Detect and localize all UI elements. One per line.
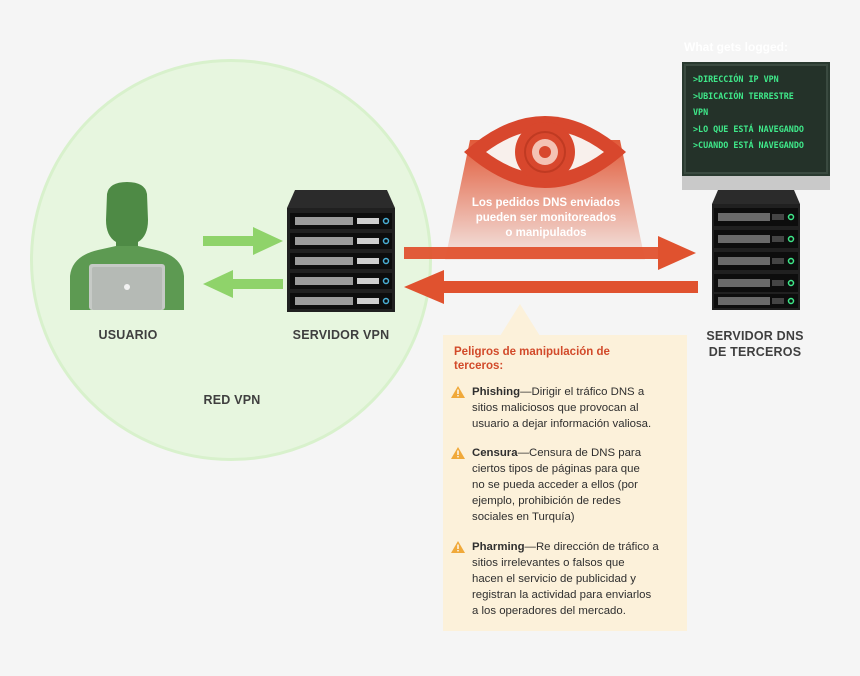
red-arrow-left [404, 270, 698, 304]
danger-text: no se pueda acceder a ellos (por [472, 479, 638, 491]
user-label: USUARIO [98, 328, 158, 342]
danger-text: hacen el servicio de publicidad y [472, 573, 636, 585]
dns-server-label: SERVIDOR DNS DE TERCEROS [690, 328, 820, 360]
danger-separator: — [524, 541, 536, 553]
monitor-base [682, 176, 830, 190]
panel-title-line: Peligros de manipulación de [454, 346, 610, 358]
eye-caption-line: o manipulados [505, 227, 587, 239]
monitor-icon: >DIRECCIÓN IP VPN >UBICACIÓN TERRESTRE V… [682, 62, 830, 176]
log-header: What gets logged: [684, 40, 788, 54]
danger-text: Censura de DNS para [528, 447, 642, 459]
danger-title: Pharming [472, 541, 525, 553]
dangers-panel: Peligros de manipulación de terceros: Ph… [443, 335, 687, 631]
danger-text: sitios maliciosos que provocan al [472, 402, 639, 414]
eye-caption-line: Los pedidos DNS enviados [471, 197, 621, 209]
warning-icon [451, 386, 465, 398]
danger-item-pharming: Pharming—Re dirección de tráfico a sitio… [451, 539, 683, 619]
eye-caption-line: pueden ser monitoreados [475, 212, 617, 224]
danger-text: a los operadores del mercado. [472, 605, 626, 617]
green-arrow-right [203, 227, 283, 255]
server-rack-icon [287, 190, 395, 312]
danger-title: Censura [472, 447, 518, 459]
log-line: >UBICACIÓN TERRESTRE [693, 90, 794, 101]
vpn-network-label: RED VPN [203, 393, 261, 407]
panel-title: Peligros de manipulación de terceros: [454, 345, 680, 373]
log-line: >CUANDO ESTÁ NAVEGANDO [693, 140, 804, 150]
danger-text: ciertos tipos de páginas para que [472, 463, 640, 475]
danger-text: Re dirección de tráfico a [535, 541, 659, 553]
log-line: VPN [693, 107, 709, 117]
danger-item-phishing: Phishing—Dirigir el tráfico DNS a sitios… [451, 384, 683, 432]
eye-caption: Los pedidos DNS enviados pueden ser moni… [446, 196, 646, 241]
user-laptop-icon [70, 182, 184, 310]
danger-item-censura: Censura—Censura de DNS para ciertos tipo… [451, 445, 683, 525]
danger-title: Phishing [472, 386, 521, 398]
red-arrow-right [404, 236, 696, 270]
log-lines: >DIRECCIÓN IP VPN >UBICACIÓN TERRESTRE V… [693, 71, 804, 154]
danger-text: Dirigir el tráfico DNS a [531, 386, 645, 398]
danger-text: registran la actividad para enviarlos [472, 589, 652, 601]
vpn-server-label: SERVIDOR VPN [292, 328, 390, 342]
danger-text: ejemplo, prohibición de redes [472, 495, 621, 507]
log-line: >LO QUE ESTÁ NAVEGANDO [693, 123, 804, 134]
dns-server-rack-icon [712, 190, 800, 310]
warning-icon [451, 447, 465, 459]
warning-icon [451, 541, 465, 553]
eye-icon [464, 116, 626, 188]
danger-separator: — [517, 447, 529, 459]
dns-server-label-line: DE TERCEROS [708, 345, 802, 359]
danger-text: sociales en Turquía) [472, 511, 575, 523]
danger-text: usuario a dejar información valiosa. [472, 418, 652, 430]
green-arrow-left [203, 270, 283, 298]
panel-title-line: terceros: [454, 360, 504, 372]
log-line: >DIRECCIÓN IP VPN [693, 74, 779, 84]
danger-separator: — [520, 386, 532, 398]
dns-server-label-line: SERVIDOR DNS [706, 329, 804, 343]
danger-text: sitios irrelevantes o falsos que [472, 557, 625, 569]
panel-pointer [500, 304, 540, 336]
